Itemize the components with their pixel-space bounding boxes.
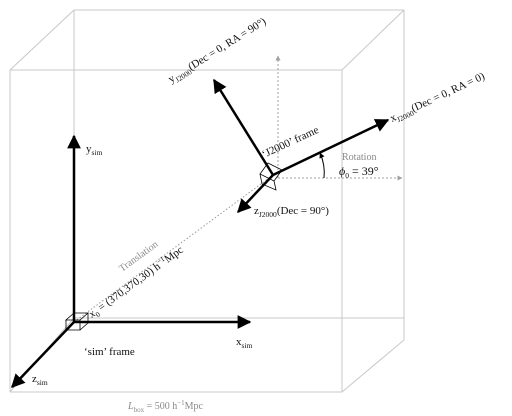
j2000-y-axis [212,78,275,176]
box-size-label: Lbox = 500 h−1Mpc [127,399,204,414]
rotation-angle-label: ϕ0 = 39° [339,164,379,180]
box-edge [341,339,405,393]
sim-frame-label: ‘sim’ frame [84,346,135,358]
sim-z-axis [11,321,75,388]
j2000-frame-axes [212,78,390,213]
box-edge [341,9,405,71]
sim-x-label: xsim [236,336,253,350]
sim-y-label: ysim [86,143,103,157]
translation-line [73,174,274,323]
sim-z-label: zsim [32,373,48,387]
j2000-z-axis [237,174,274,213]
simulation-box [9,9,405,393]
box-edge [9,9,75,71]
j2000-y-label: yJ2000(Dec = 0, RA = 90°) [166,15,269,87]
j2000-z-label: zJ2000(Dec = 90°) [254,205,329,219]
rotation-label: Rotation [342,152,376,163]
j2000-origin-glyph [259,162,283,191]
sim-frame-axes [11,134,252,388]
j2000-x-axis [272,118,390,177]
j2000-x-label: xJ2000(Dec = 0, RA = 0) [388,70,488,126]
sim-origin-glyph [64,312,90,331]
rotation-arc [319,152,325,179]
